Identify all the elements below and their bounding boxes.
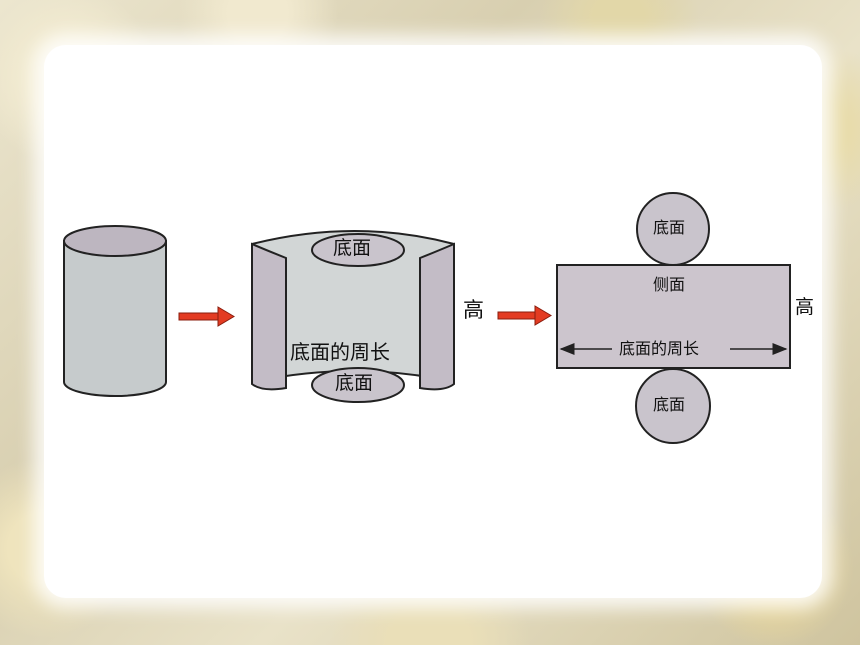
bottom-circle-label: 底面 xyxy=(653,395,686,414)
red-arrow-1 xyxy=(178,306,235,327)
red-arrow-2 xyxy=(497,305,552,326)
side-label: 侧面 xyxy=(653,275,686,294)
net-perimeter-label: 底面的周长 xyxy=(619,339,700,358)
top-circle-label: 底面 xyxy=(653,218,686,237)
net-height-label: 高 xyxy=(795,296,815,318)
closed-cylinder xyxy=(63,225,167,397)
bottom-base-circle xyxy=(635,368,711,444)
side-rectangle xyxy=(556,264,791,369)
top-base-ellipse xyxy=(311,233,405,267)
cylinder-net xyxy=(556,192,791,444)
bottom-base-ellipse xyxy=(311,367,405,403)
unrolling-cylinder xyxy=(251,230,455,403)
top-base-label: 底面 xyxy=(333,237,372,259)
bottom-base-label: 底面 xyxy=(335,372,374,394)
height-label: 高 xyxy=(463,298,484,322)
perimeter-label: 底面的周长 xyxy=(290,340,390,364)
